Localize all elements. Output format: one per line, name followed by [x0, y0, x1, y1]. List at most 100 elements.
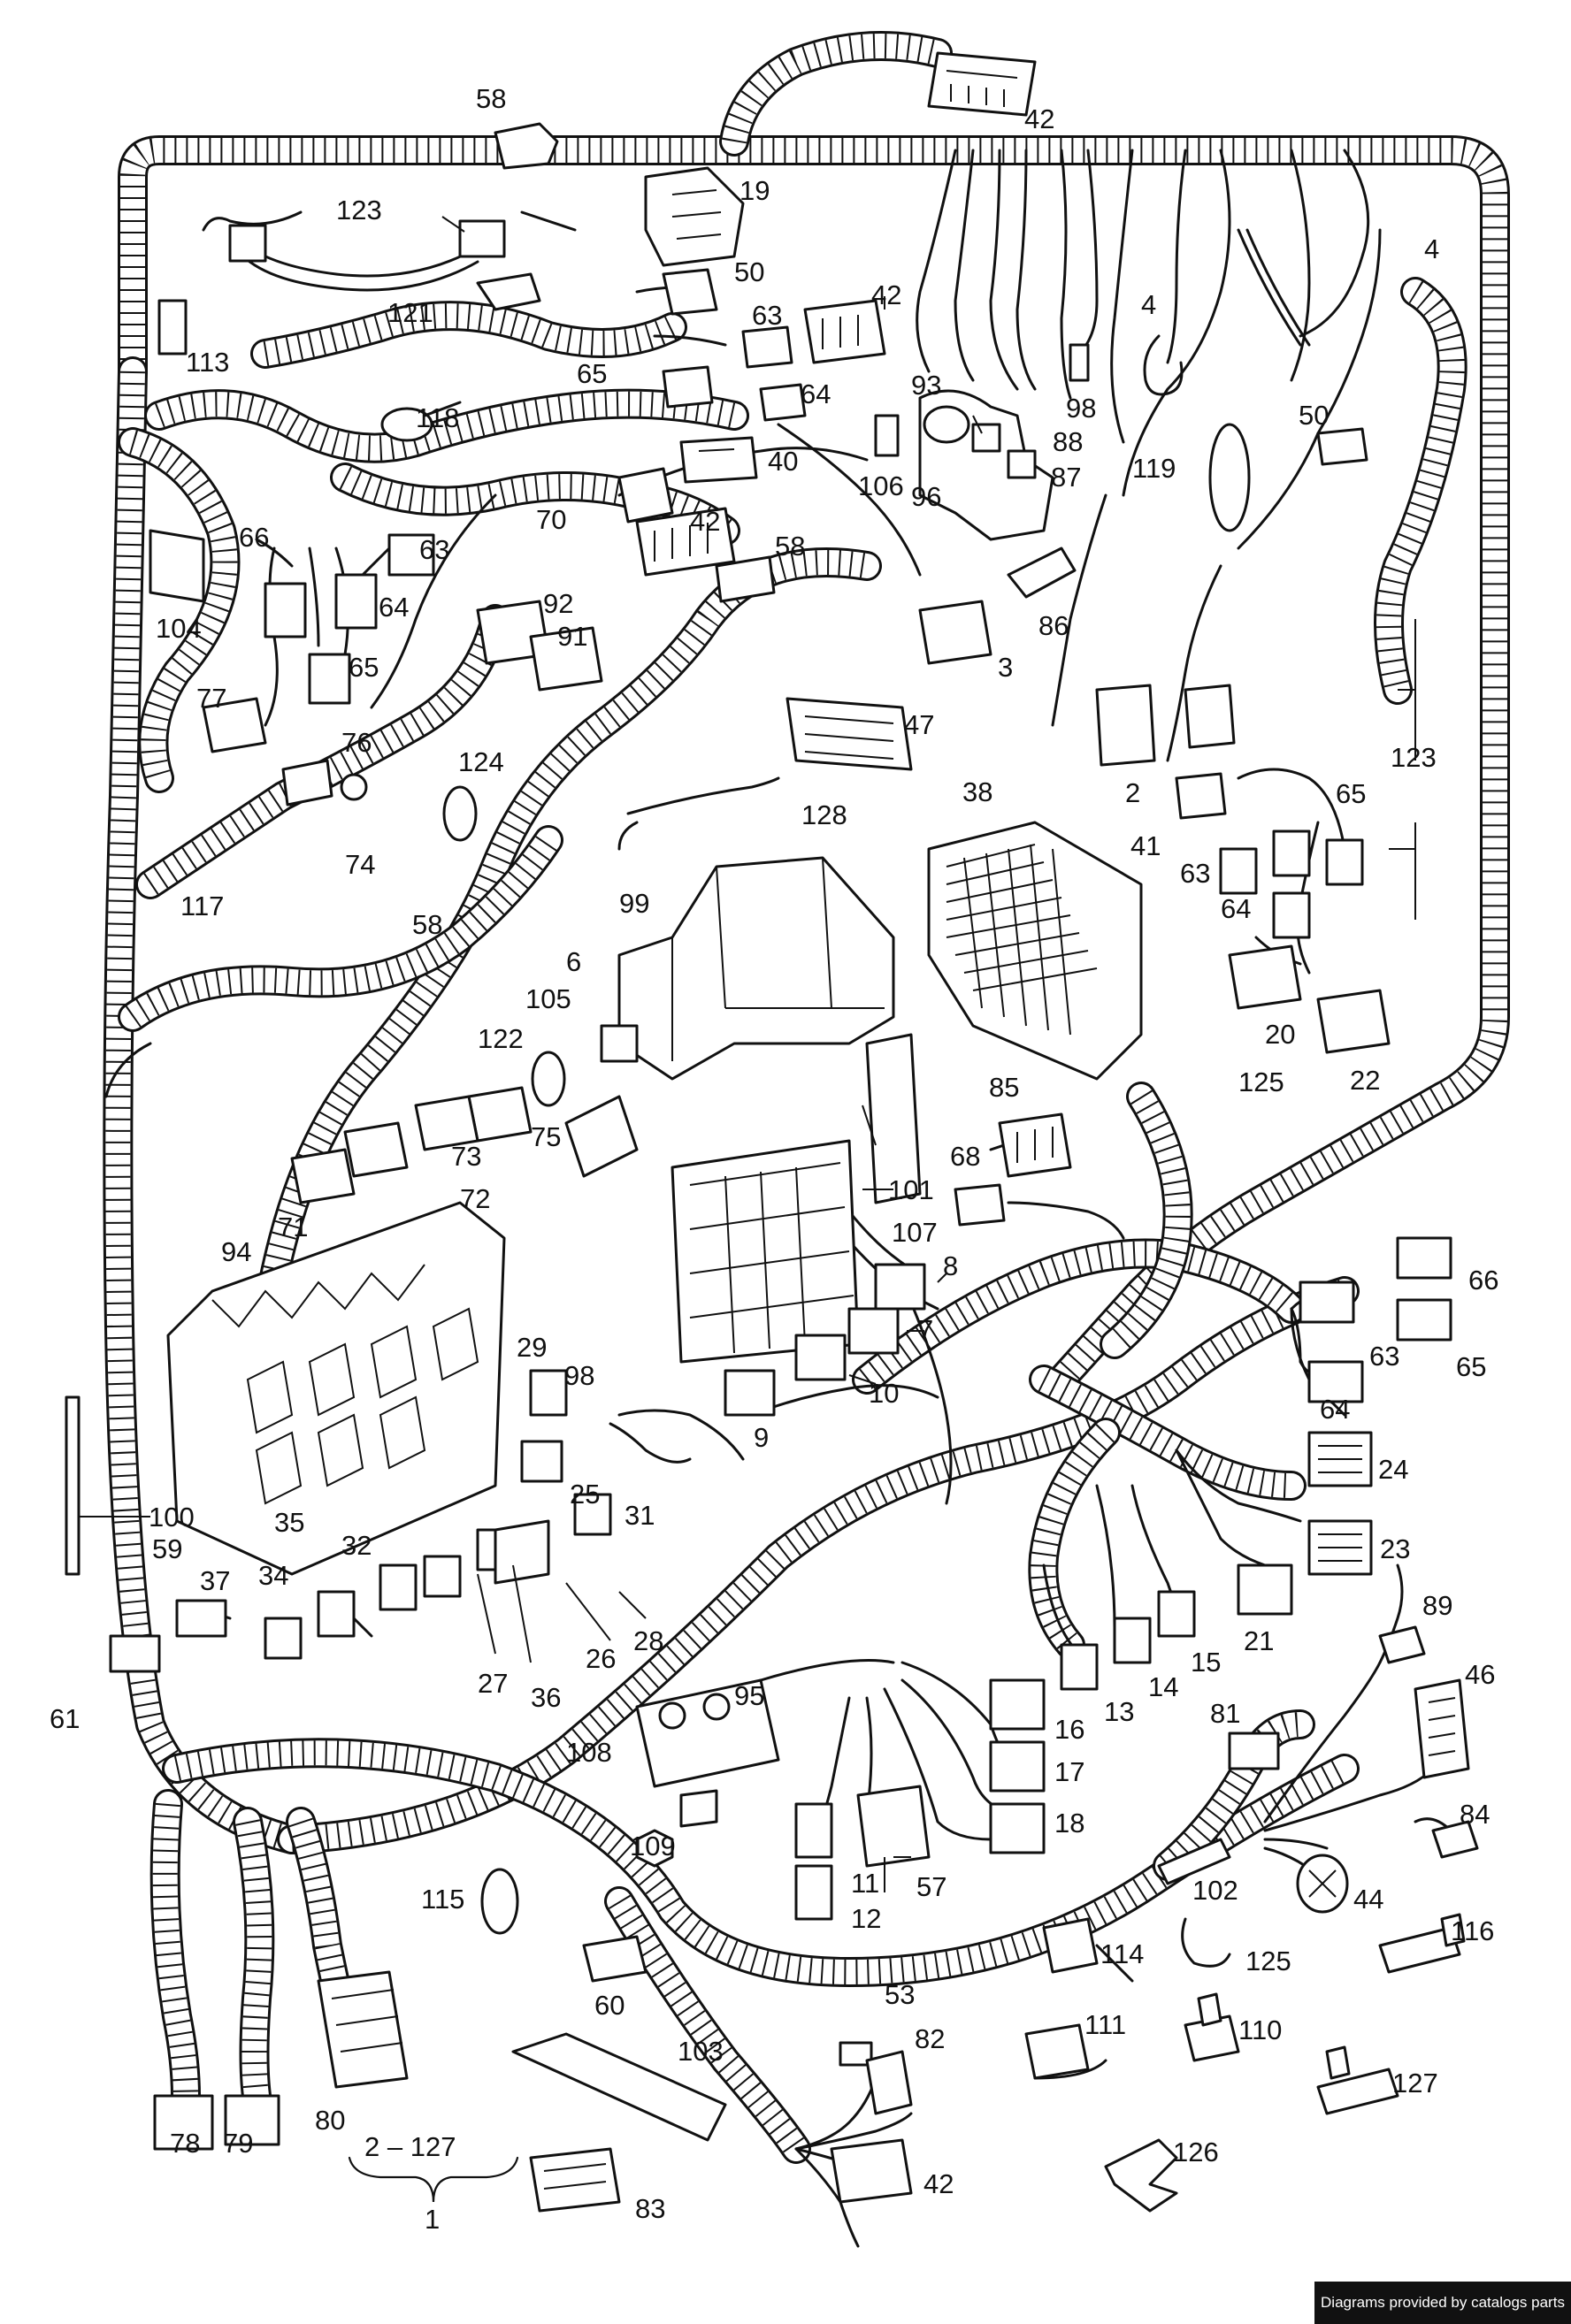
callout-label: 42 — [690, 506, 720, 537]
connector-85 — [998, 1112, 1072, 1178]
connector-83 — [529, 2147, 621, 2213]
connector-17 — [989, 1740, 1046, 1793]
callout-label: 27 — [478, 1668, 508, 1699]
connector-70 — [617, 467, 674, 524]
connector-42-upper — [803, 299, 886, 364]
callout-label: 66 — [1468, 1265, 1498, 1296]
callout-label: 73 — [451, 1141, 481, 1172]
bracket-76 — [281, 759, 368, 807]
clip-127 — [1316, 2045, 1399, 2115]
callout-label: 47 — [904, 709, 934, 740]
callout-label: 104 — [156, 613, 202, 644]
grommet-60 — [582, 1935, 648, 1983]
connector-11 — [794, 1802, 833, 1859]
connector-78 — [153, 2094, 214, 2151]
fuse-box-107 — [671, 1033, 922, 1364]
callout-label: 86 — [1038, 610, 1069, 641]
callout-label: 20 — [1265, 1019, 1295, 1050]
connector-58-mid — [715, 555, 776, 603]
callout-label: 127 — [1392, 2068, 1438, 2098]
plug-98-top — [1069, 343, 1090, 382]
callout-label: 34 — [258, 1560, 288, 1591]
connector-3 — [918, 600, 992, 665]
callout-label: 40 — [768, 446, 798, 477]
relay-group-75-73-71 — [290, 1086, 533, 1204]
callout-label: 123 — [336, 195, 382, 226]
bracket-99 — [617, 856, 895, 1081]
connector-20 — [1228, 944, 1302, 1010]
callout-label: 71 — [278, 1212, 308, 1242]
lower-left-connectors — [109, 1369, 612, 1673]
bracket-103 — [511, 2032, 727, 2142]
clip-122 — [531, 1051, 566, 1107]
callout-label: 64 — [801, 378, 831, 409]
callout-label: 21 — [1244, 1625, 1274, 1656]
callout-label: 76 — [341, 727, 372, 758]
callout-label: 103 — [678, 2036, 724, 2067]
callout-label: 3 — [998, 652, 1013, 683]
callout-labels: 58 42 19 123 50 121 63 42 113 65 64 118 … — [50, 83, 1498, 2235]
clip-125-small — [1181, 1917, 1231, 1968]
callout-label: 126 — [1173, 2137, 1219, 2167]
relay-plate-95 — [635, 1678, 780, 1868]
callout-label: 99 — [619, 888, 649, 919]
sensor-86 — [1007, 547, 1077, 599]
callout-label: 122 — [478, 1023, 524, 1054]
clip-121 — [476, 272, 541, 311]
callout-label: 12 — [851, 1903, 881, 1934]
callout-label: 60 — [594, 1990, 625, 2021]
connector-14 — [1113, 1617, 1152, 1664]
callout-label: 118 — [416, 402, 459, 433]
callout-label: 10 — [869, 1378, 899, 1409]
callout-label: 96 — [911, 481, 941, 512]
callout-label: 23 — [1380, 1533, 1410, 1564]
hose-128 — [617, 776, 780, 851]
callout-label: 81 — [1210, 1698, 1240, 1729]
callout-label: 63 — [1180, 858, 1210, 889]
callout-label: 63 — [1369, 1341, 1399, 1372]
callout-label: 4 — [1141, 289, 1156, 320]
connector-77 — [202, 697, 267, 753]
callout-label: 74 — [345, 849, 375, 880]
callout-label: 46 — [1465, 1659, 1495, 1690]
connector-50-right — [1316, 427, 1368, 466]
connector-15 — [1157, 1590, 1196, 1638]
clip-110 — [1184, 1992, 1240, 2062]
connector-50-top — [662, 268, 718, 316]
callout-label: 31 — [625, 1500, 655, 1531]
clip-105 — [564, 1095, 639, 1178]
callout-label: 15 — [1191, 1647, 1221, 1678]
connector-22 — [1316, 989, 1391, 1054]
callout-label: 113 — [186, 347, 229, 378]
callout-label: 115 — [421, 1884, 464, 1915]
bracket-100 — [65, 1395, 80, 1576]
connector-42-mid — [635, 507, 736, 577]
callout-label: 102 — [1192, 1875, 1238, 1906]
callout-label: 6 — [566, 946, 581, 977]
callout-label: 77 — [196, 683, 226, 714]
callout-label: 70 — [536, 504, 566, 535]
callout-label: 93 — [911, 370, 941, 401]
callout-label: 37 — [200, 1565, 230, 1596]
connector-21 — [1237, 1563, 1293, 1616]
callout-label: 17 — [1054, 1756, 1084, 1787]
clip-111 — [1024, 2023, 1107, 2080]
clip-126 — [1104, 2138, 1178, 2213]
callout-label: 38 — [962, 776, 992, 807]
cable-tie-114 — [1042, 1917, 1134, 1983]
callout-label: 107 — [892, 1217, 938, 1248]
connector-2 — [1095, 684, 1236, 767]
callout-label: 119 — [1132, 453, 1176, 484]
callout-label: 75 — [531, 1121, 561, 1152]
callout-label: 2 — [1125, 777, 1140, 808]
callout-label: 89 — [1422, 1590, 1452, 1621]
callout-label: 16 — [1054, 1714, 1084, 1745]
callout-label: 42 — [871, 279, 901, 310]
connector-44 — [1296, 1854, 1349, 1914]
loop-119 — [1208, 423, 1251, 532]
callout-label: 123 — [1391, 742, 1437, 773]
relay-carrier-94 — [166, 1201, 506, 1576]
callout-label: 110 — [1238, 2014, 1282, 2045]
callout-label: 100 — [149, 1502, 195, 1533]
callout-label: 94 — [221, 1236, 251, 1267]
